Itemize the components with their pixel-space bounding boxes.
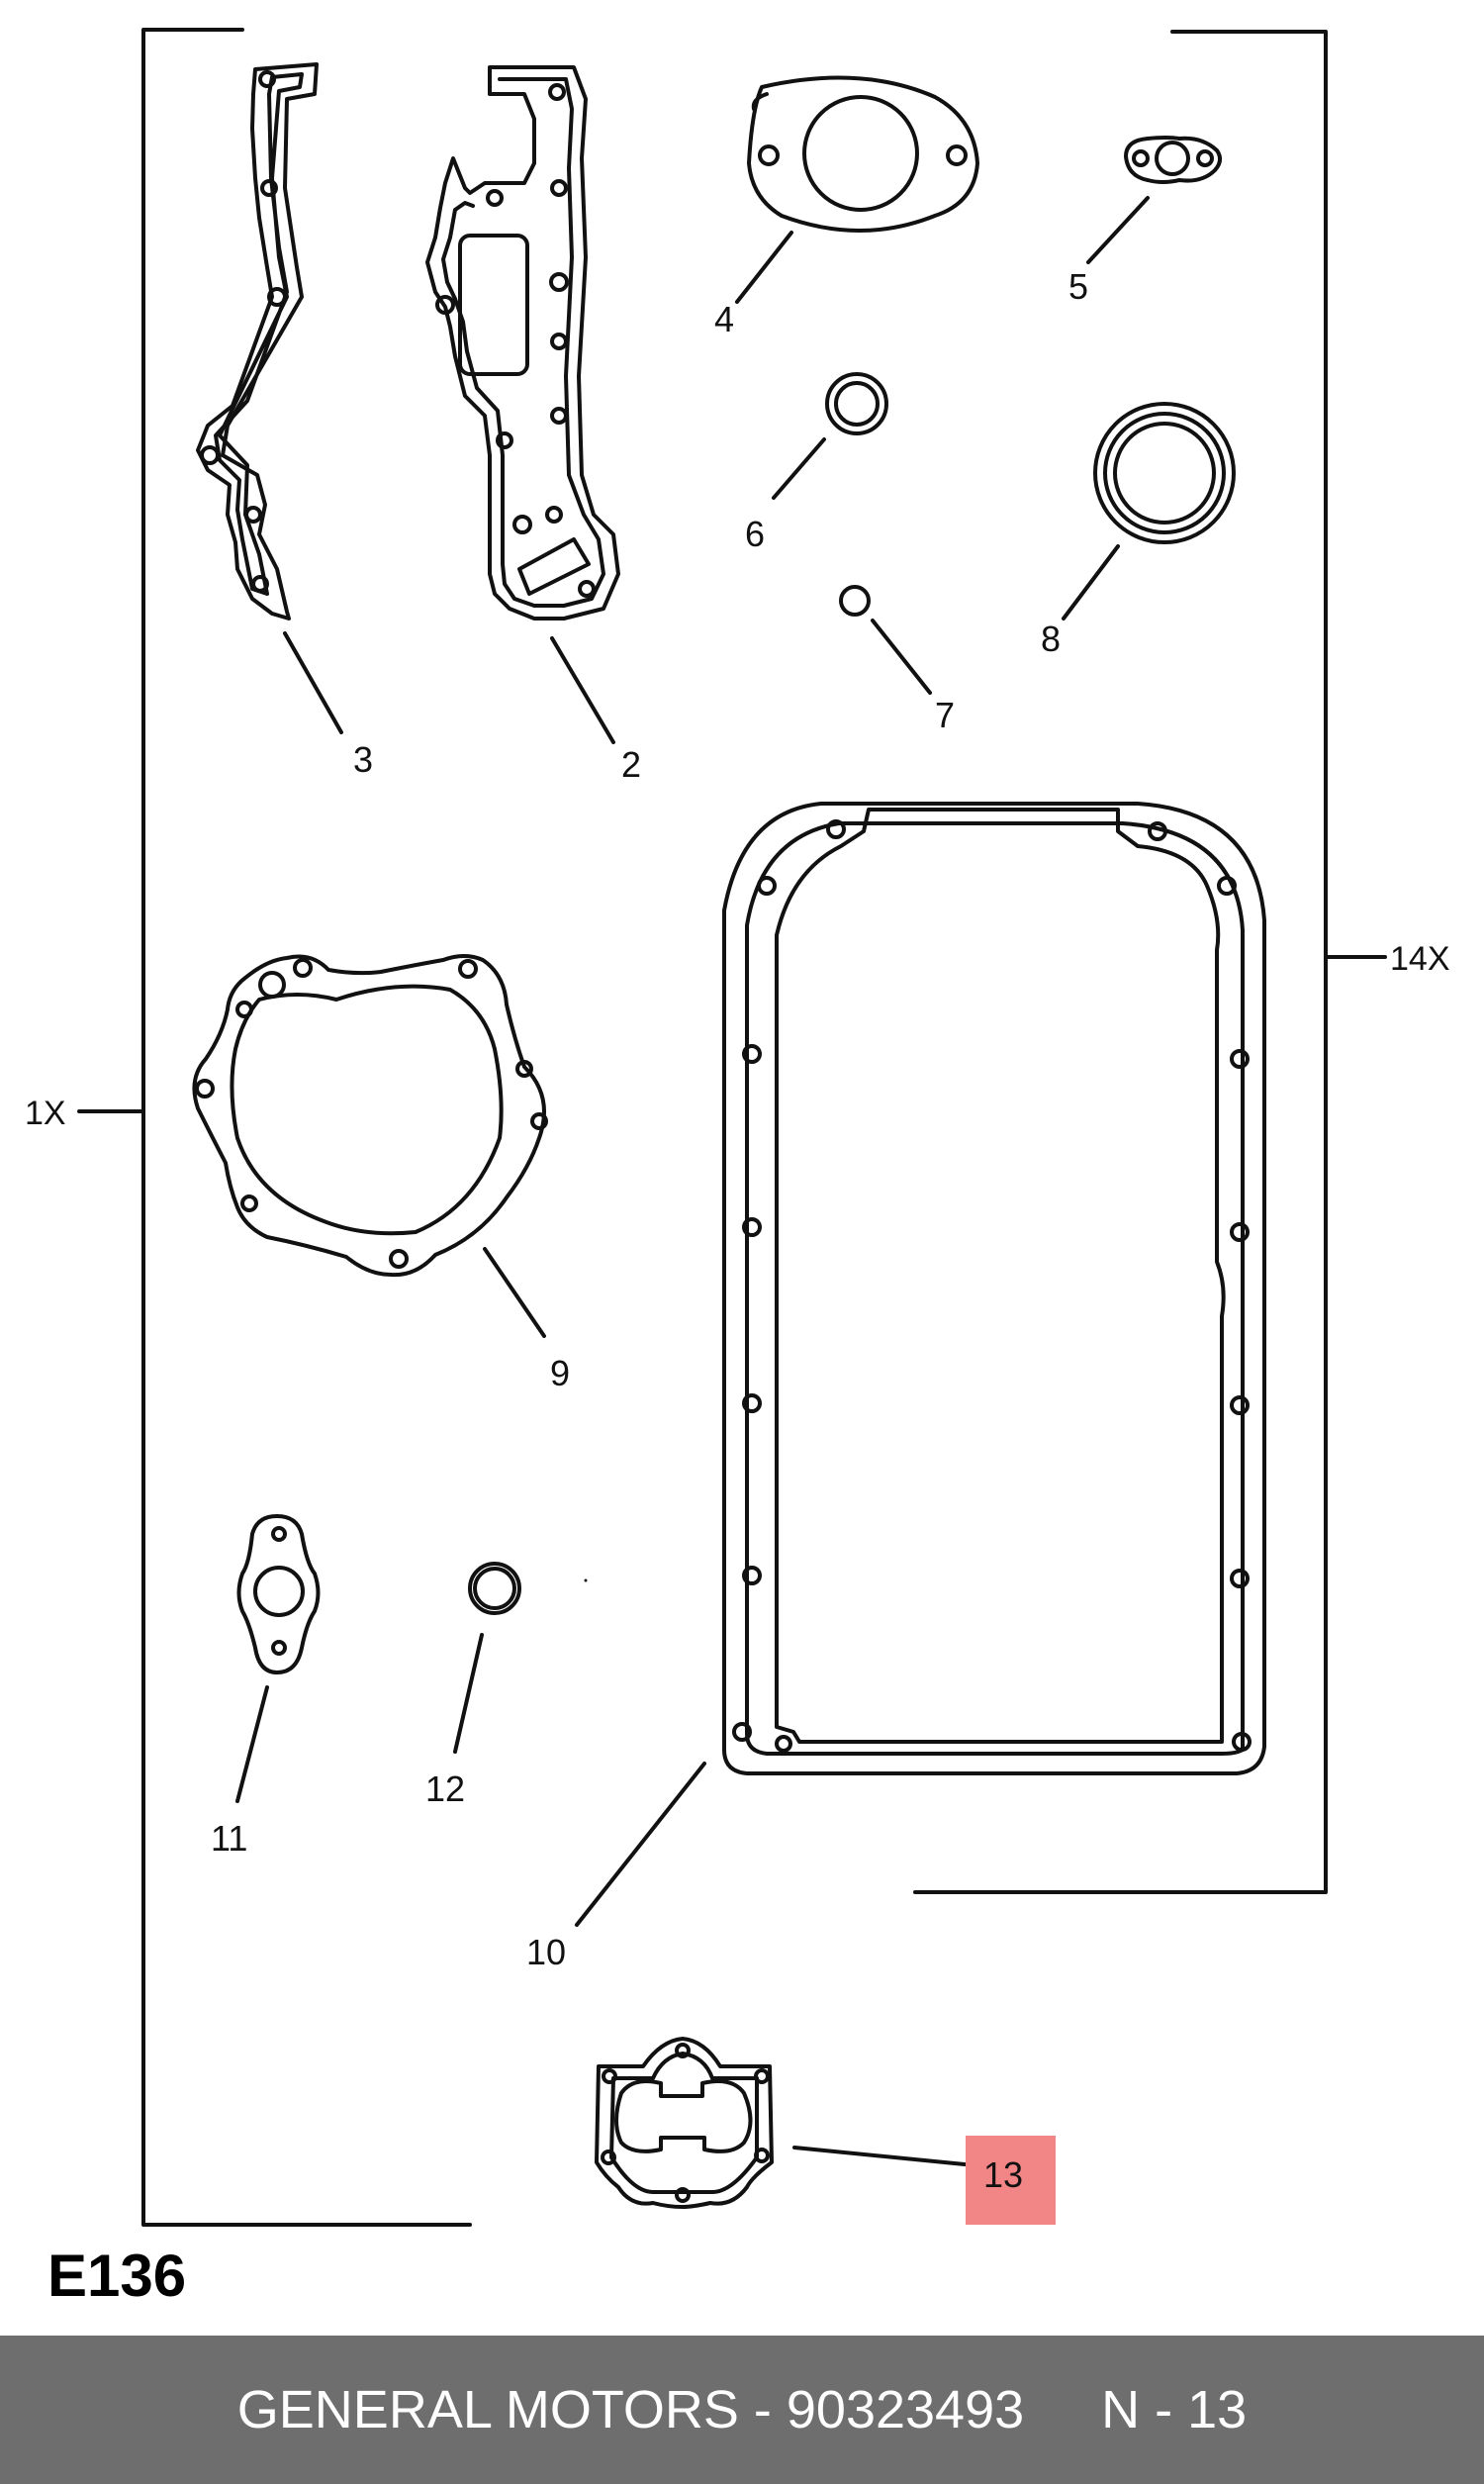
gasket-part-2 bbox=[425, 65, 620, 744]
seal-part-8 bbox=[1062, 402, 1236, 621]
seal-part-6 bbox=[772, 372, 888, 500]
diagram-code: E136 bbox=[47, 2243, 187, 2309]
callout-5: 5 bbox=[1068, 266, 1088, 307]
highlight-box-13 bbox=[966, 2136, 1056, 2225]
callout-8: 8 bbox=[1041, 619, 1061, 659]
footer-position: N - 13 bbox=[1101, 2380, 1248, 2439]
gasket-part-10 bbox=[575, 802, 1266, 1927]
bracket-14x bbox=[913, 30, 1387, 1894]
callout-9: 9 bbox=[550, 1353, 570, 1393]
group-label-14x: 14X bbox=[1390, 940, 1450, 978]
callout-12: 12 bbox=[425, 1768, 465, 1809]
callout-10: 10 bbox=[526, 1932, 566, 1972]
callout-11: 11 bbox=[211, 1818, 247, 1859]
callout-7: 7 bbox=[935, 695, 955, 735]
callout-13: 13 bbox=[983, 2154, 1023, 2195]
footer-bar: GENERAL MOTORS - 90323493 N - 13 bbox=[0, 2336, 1484, 2484]
bracket-1x bbox=[77, 28, 472, 2227]
oring-part-7 bbox=[839, 585, 932, 695]
footer-part-number: 90323493 bbox=[786, 2380, 1025, 2439]
callout-6: 6 bbox=[745, 514, 765, 554]
callout-3: 3 bbox=[353, 739, 373, 780]
gasket-part-5 bbox=[1086, 136, 1222, 264]
speck-mark bbox=[584, 1578, 588, 1582]
footer-text: GENERAL MOTORS - 90323493 N - 13 bbox=[0, 2379, 1484, 2440]
callout-2: 2 bbox=[621, 744, 641, 785]
gasket-part-3 bbox=[196, 62, 343, 734]
group-label-1x: 1X bbox=[25, 1095, 66, 1132]
footer-separator: - bbox=[738, 2380, 787, 2439]
oring-part-12 bbox=[453, 1562, 521, 1754]
gasket-part-9 bbox=[192, 954, 548, 1338]
gasket-part-13 bbox=[595, 2037, 967, 2209]
gasket-set-diagram: 1X 14X 3 2 4 5 bbox=[25, 28, 1450, 2227]
gasket-part-4 bbox=[735, 75, 979, 304]
gasket-part-11 bbox=[235, 1514, 321, 1803]
footer-brand: GENERAL MOTORS bbox=[236, 2380, 739, 2439]
callout-4: 4 bbox=[714, 299, 734, 339]
